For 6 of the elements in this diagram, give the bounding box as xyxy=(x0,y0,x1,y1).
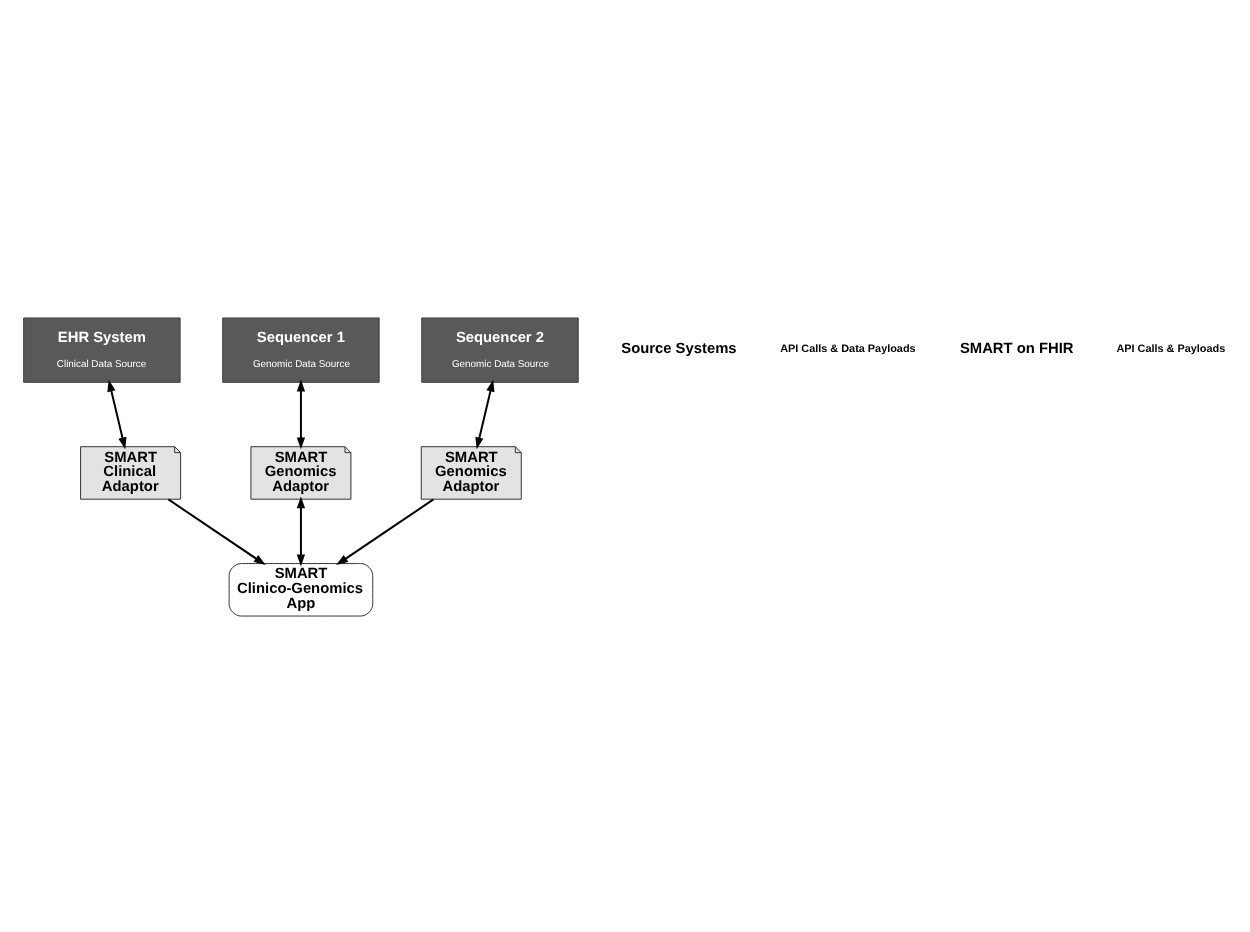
arrow xyxy=(296,495,306,566)
arrow xyxy=(167,497,266,565)
arrow xyxy=(107,378,127,449)
arrow xyxy=(296,378,306,449)
arrow xyxy=(475,378,495,449)
arrow xyxy=(336,497,435,565)
